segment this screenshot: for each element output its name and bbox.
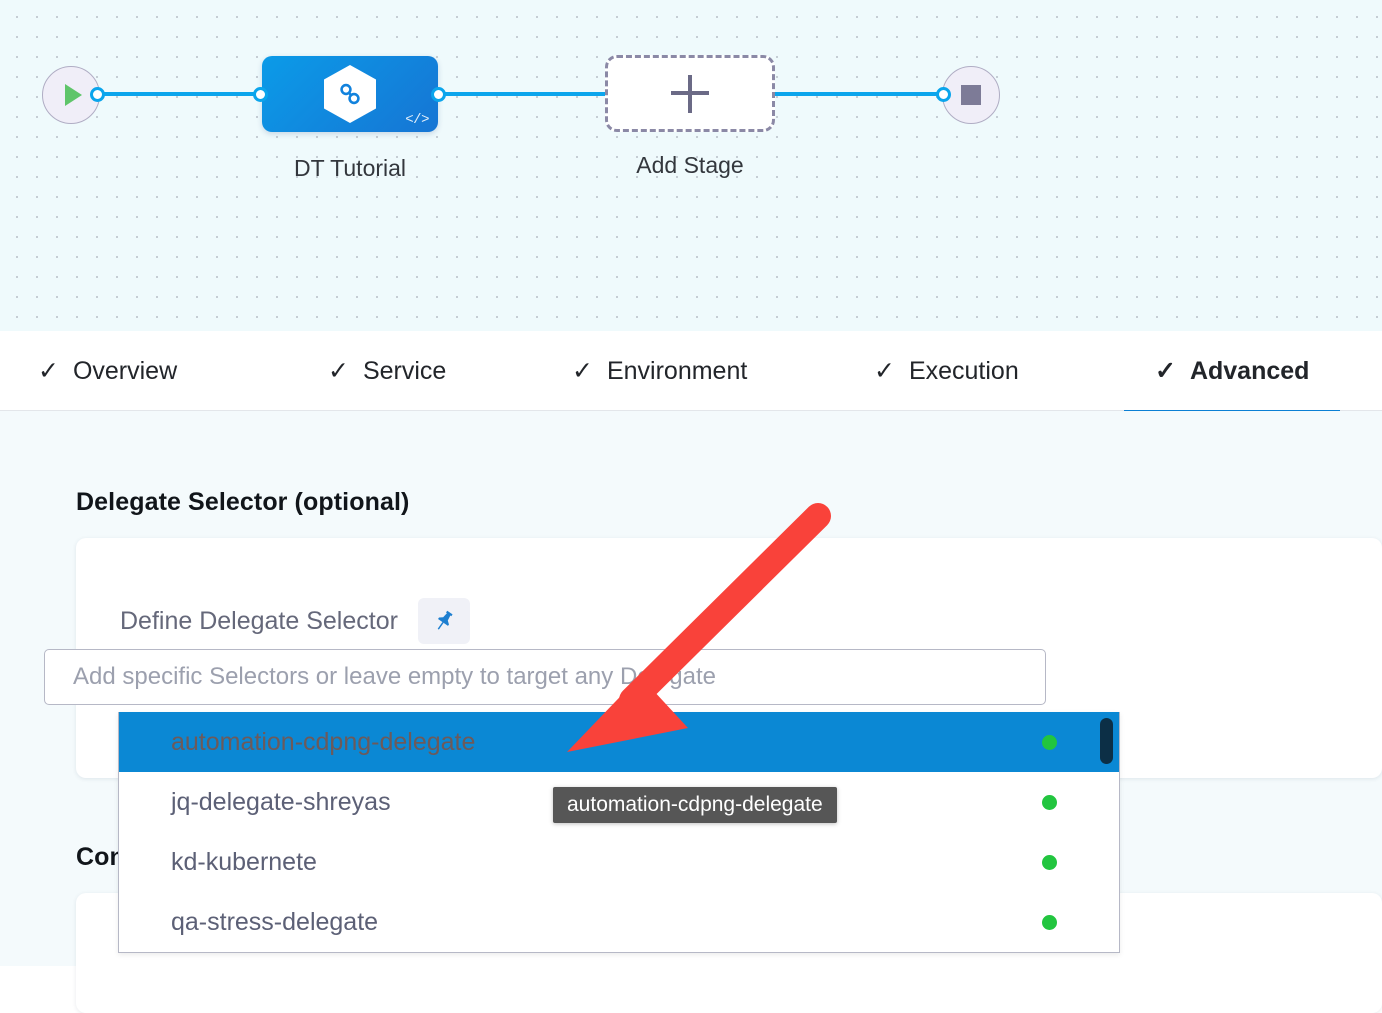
dropdown-option-kd-kubernete[interactable]: kd-kubernete [119, 832, 1119, 892]
status-dot-icon [1042, 794, 1057, 810]
dropdown-option-label: kd-kubernete [171, 847, 317, 876]
check-icon: ✓ [1155, 356, 1176, 385]
dropdown-option-qa-stress-delegate[interactable]: qa-stress-delegate [119, 892, 1119, 952]
delegate-selector-placeholder: Add specific Selectors or leave empty to… [73, 663, 717, 690]
delegate-tooltip: automation-cdpng-delegate [553, 787, 837, 823]
delegate-selector-heading: Delegate Selector (optional) [76, 488, 410, 516]
play-icon [65, 84, 82, 106]
tab-environment[interactable]: ✓ Environment [572, 331, 747, 415]
delegate-selector-dropdown[interactable]: automation-cdpng-delegate jq-delegate-sh… [118, 712, 1120, 953]
status-dot-icon [1042, 734, 1057, 750]
check-icon: ✓ [874, 356, 895, 385]
tab-service[interactable]: ✓ Service [328, 331, 446, 415]
plus-icon [671, 74, 709, 113]
tab-overview-label: Overview [72, 356, 178, 385]
code-badge-icon: </> [405, 112, 429, 128]
stop-node-port[interactable] [936, 87, 951, 102]
stop-icon [961, 85, 981, 105]
dropdown-scrollbar-thumb[interactable] [1100, 718, 1113, 764]
dropdown-option-jq-delegate-shreyas[interactable]: jq-delegate-shreyas [119, 772, 1119, 832]
status-dot-icon [1042, 854, 1057, 870]
dropdown-option-label: jq-delegate-shreyas [171, 787, 391, 816]
stage-input-port[interactable] [253, 87, 268, 102]
edge-addstage-to-stop [770, 92, 950, 96]
define-delegate-selector-row: Define Delegate Selector [120, 598, 470, 644]
check-icon: ✓ [38, 356, 59, 385]
stage-node-dt-tutorial[interactable]: </> [262, 56, 438, 132]
stage-node-label: DT Tutorial [293, 155, 407, 181]
edge-stage-to-addstage [437, 92, 617, 96]
add-stage-button[interactable] [605, 55, 775, 132]
edge-start-to-stage [96, 92, 271, 96]
check-icon: ✓ [328, 356, 349, 385]
tab-overview[interactable]: ✓ Overview [38, 331, 177, 415]
pipeline-canvas[interactable]: </> DT Tutorial Add Stage [0, 0, 1382, 331]
stage-config-tabbar: ✓ Overview ✓ Service ✓ Environment ✓ Exe… [0, 331, 1382, 415]
dropdown-option-label: automation-cdpng-delegate [171, 727, 476, 756]
dropdown-option-automation-cdpng-delegate[interactable]: automation-cdpng-delegate [119, 712, 1119, 772]
status-dot-icon [1042, 914, 1057, 930]
define-delegate-selector-label: Define Delegate Selector [120, 606, 398, 635]
tab-environment-label: Environment [606, 356, 748, 385]
tab-advanced-label: Advanced [1189, 356, 1310, 385]
pushpin-icon[interactable] [417, 598, 470, 644]
dropdown-option-label: qa-stress-delegate [171, 907, 379, 936]
stage-output-port[interactable] [431, 87, 446, 102]
harness-hexagon-icon [324, 65, 376, 123]
tab-advanced[interactable]: ✓ Advanced [1124, 331, 1341, 415]
add-stage-label: Add Stage [636, 152, 744, 178]
tab-service-label: Service [362, 356, 447, 385]
start-node-port[interactable] [90, 87, 105, 102]
tab-execution-label: Execution [908, 356, 1019, 385]
tab-execution[interactable]: ✓ Execution [874, 331, 1019, 415]
delegate-selector-input[interactable]: Add specific Selectors or leave empty to… [44, 649, 1046, 705]
check-icon: ✓ [572, 356, 593, 385]
